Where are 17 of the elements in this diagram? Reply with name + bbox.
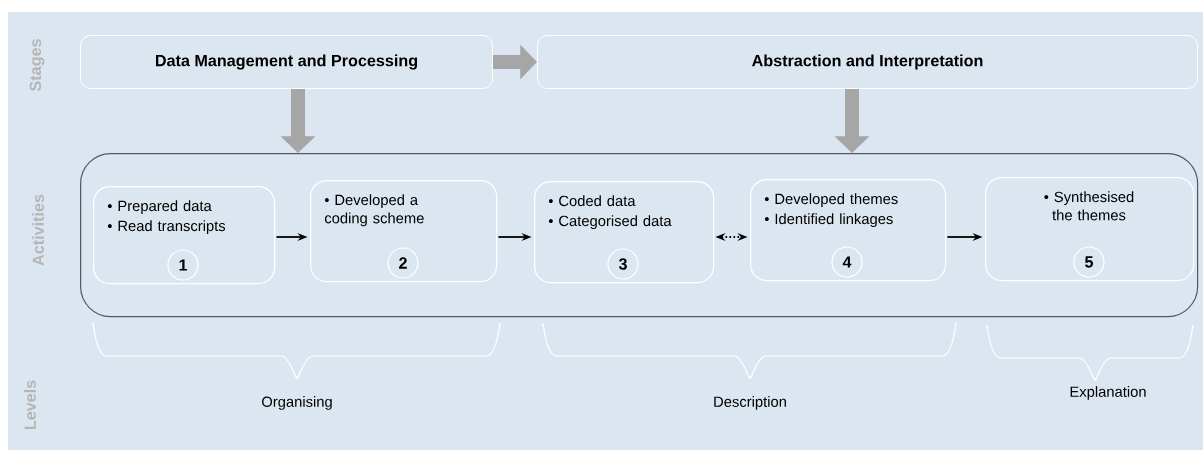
bullet-text: • Prepared data <box>107 200 212 215</box>
stage-box: Data Management and Processing <box>80 35 493 89</box>
activity-panel <box>80 153 1199 318</box>
bullet-text: • Identified linkages <box>764 213 893 228</box>
row-label: Activities <box>32 194 44 266</box>
level-label: Explanation <box>1070 386 1146 400</box>
stage-box: Abstraction and Interpretation <box>537 35 1198 89</box>
bullet-text: • Synthesised the themes <box>1044 191 1134 221</box>
row-label: Stages <box>29 39 45 92</box>
bullet-text: • Read transcripts <box>107 220 226 235</box>
row-label: Levels <box>24 380 36 430</box>
bullet-text: • Developed a coding scheme <box>324 194 424 227</box>
bullet-text: • Developed themes <box>764 193 898 208</box>
level-label: Description <box>714 396 786 410</box>
level-label: Organising <box>262 396 332 410</box>
bullet-text: • Categorised data <box>548 215 672 230</box>
bullet-text: • Coded data <box>548 195 636 207</box>
